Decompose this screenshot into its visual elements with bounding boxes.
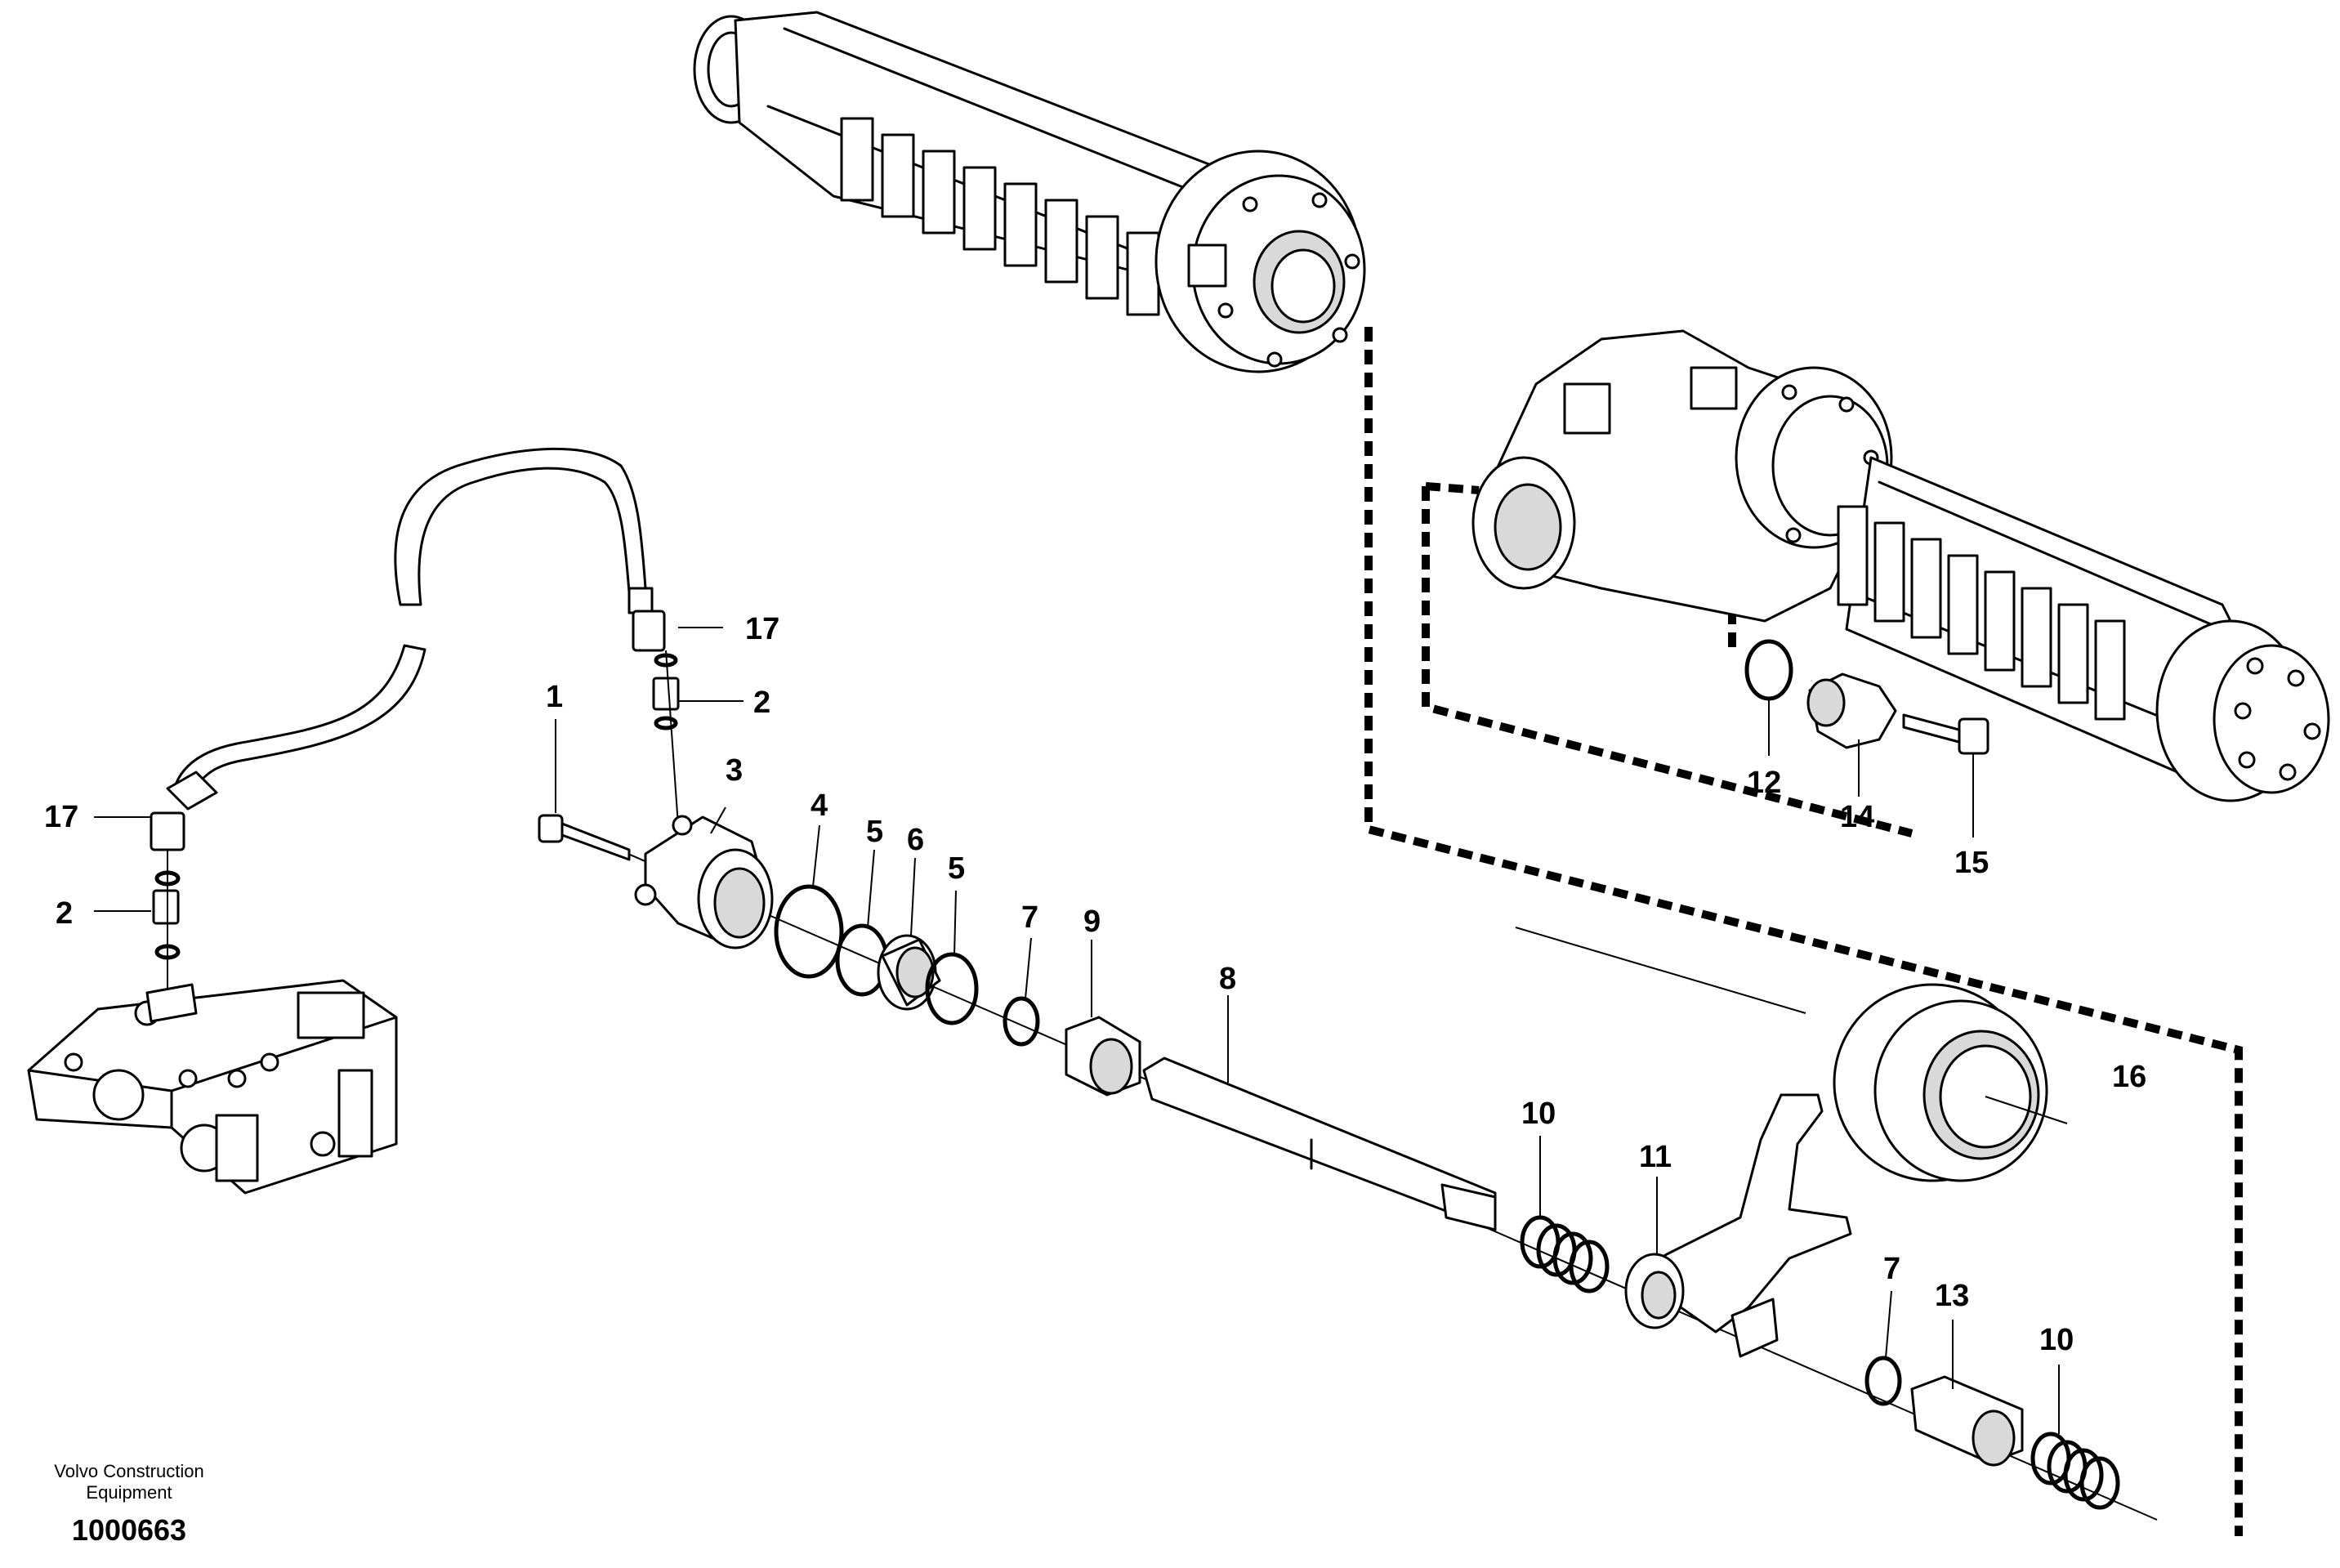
callout-12: 12 — [1747, 766, 1781, 800]
spring-10a — [1520, 1215, 1610, 1293]
dashed-frame — [1364, 327, 2243, 1536]
maker-name: Volvo Construction — [54, 1461, 203, 1481]
callout-3: 3 — [726, 753, 743, 788]
bushing-9 — [1065, 1016, 1141, 1097]
fork-11 — [1624, 1093, 1852, 1358]
ring-5b — [925, 952, 979, 1025]
callout-5: 5 — [866, 815, 883, 849]
fittings-left — [152, 650, 680, 1005]
callout-17: 17 — [745, 612, 779, 646]
bolt-15 — [1902, 713, 1967, 745]
dashed-frame-inner — [1422, 486, 1914, 838]
axle-top — [693, 11, 1366, 373]
callout-11: 11 — [1639, 1140, 1672, 1174]
callout-16: 16 — [2112, 1060, 2146, 1094]
maker-name-line2: Equipment — [86, 1482, 172, 1503]
axle-right — [1471, 329, 2330, 1182]
callout-7: 7 — [1883, 1252, 1900, 1286]
control-valve — [27, 979, 398, 1195]
callout-1: 1 — [546, 680, 563, 714]
circlip-7b — [1864, 1356, 1902, 1406]
callout-10: 10 — [2039, 1323, 2074, 1357]
callout-15: 15 — [1954, 846, 1989, 880]
callout-17: 17 — [44, 800, 78, 834]
hose-assembly — [150, 447, 666, 851]
footer: Volvo Construction Equipment 1000663 — [54, 1461, 203, 1547]
callout-5: 5 — [948, 851, 965, 886]
bolt-1 — [538, 814, 631, 861]
shaft-8 — [1142, 1057, 1497, 1231]
callout-10: 10 — [1521, 1097, 1556, 1131]
callout-2: 2 — [753, 686, 770, 720]
callout-6: 6 — [907, 823, 924, 857]
o-ring-12 — [1744, 639, 1793, 701]
callout-9: 9 — [1083, 905, 1101, 939]
callout-numbers: 1 2 2 3 4 5 5 6 7 7 8 9 10 10 11 12 13 1… — [44, 612, 2146, 1357]
callout-2: 2 — [56, 896, 73, 931]
callout-7: 7 — [1021, 900, 1038, 935]
circlip-7a — [1003, 996, 1040, 1047]
callout-14: 14 — [1840, 800, 1874, 834]
callout-13: 13 — [1935, 1279, 1969, 1313]
bushing-13 — [1910, 1375, 2024, 1467]
spring-10b — [2030, 1432, 2120, 1510]
leader-lines — [94, 627, 2060, 1434]
callout-4: 4 — [811, 788, 828, 823]
document-number: 1000663 — [72, 1513, 186, 1547]
o-ring-4 — [774, 884, 844, 979]
callout-8: 8 — [1219, 962, 1236, 996]
housing-3 — [634, 815, 774, 949]
